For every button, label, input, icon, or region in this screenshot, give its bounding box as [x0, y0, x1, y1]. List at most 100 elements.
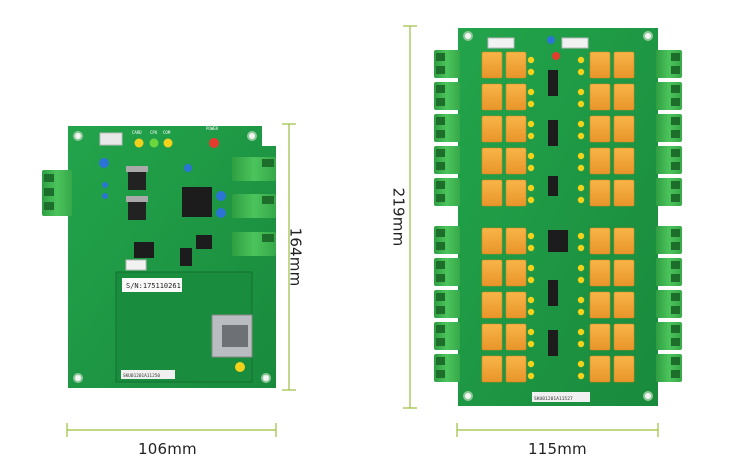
large-height-label: 219mm — [389, 187, 408, 247]
relay-1-1 — [481, 51, 503, 79]
led-right-2 — [577, 88, 585, 96]
led-right-6 — [577, 232, 585, 240]
small-width-dimension — [66, 423, 277, 437]
relay-7-4 — [613, 259, 635, 287]
large-mount-holes — [463, 31, 653, 401]
led-left-5 — [527, 184, 535, 192]
large-top-connector-right — [561, 37, 589, 49]
led-left-1 — [527, 56, 535, 64]
relay-4-1 — [481, 147, 503, 175]
large-height-dimension — [403, 25, 417, 409]
relay-9-3 — [589, 323, 611, 351]
relay-6-4 — [613, 227, 635, 255]
small-width-label: 106mm — [138, 440, 197, 458]
relay-8-1 — [481, 291, 503, 319]
relay-9-4 — [613, 323, 635, 351]
relay-10-4 — [613, 355, 635, 383]
relay-4-2 — [505, 147, 527, 175]
relay-3-3 — [589, 115, 611, 143]
led-right-3 — [577, 120, 585, 128]
relay-1-3 — [589, 51, 611, 79]
relay-2-4 — [613, 83, 635, 111]
small-status-leds: CARD CPU COM POWER — [132, 126, 219, 148]
relay-3-4 — [613, 115, 635, 143]
small-right-terminals — [232, 157, 276, 256]
relay-2-1 — [481, 83, 503, 111]
relay-4-4 — [613, 147, 635, 175]
led-left-9 — [527, 328, 535, 336]
small-barcode — [121, 370, 175, 379]
large-right-terminals — [656, 50, 682, 382]
serial-number: S/N:175110261 — [126, 282, 181, 290]
relay-10-1 — [481, 355, 503, 383]
serial-sticker — [122, 278, 182, 292]
small-ic — [134, 242, 154, 258]
led-right-7 — [577, 264, 585, 272]
large-relays — [481, 51, 635, 383]
small-white-connector — [125, 259, 147, 271]
led-left-6 — [527, 232, 535, 240]
relay-6-3 — [589, 227, 611, 255]
small-main-chip — [182, 187, 212, 217]
relay-9-1 — [481, 323, 503, 351]
relay-5-4 — [613, 179, 635, 207]
relay-7-1 — [481, 259, 503, 287]
relay-7-2 — [505, 259, 527, 287]
relay-8-3 — [589, 291, 611, 319]
relay-5-1 — [481, 179, 503, 207]
led-left-10 — [527, 360, 535, 368]
relay-10-2 — [505, 355, 527, 383]
relay-6-2 — [505, 227, 527, 255]
led-right-10 — [577, 360, 585, 368]
led-left-2 — [527, 88, 535, 96]
large-center-ics — [548, 70, 568, 356]
large-width-label: 115mm — [528, 440, 587, 458]
relay-10-3 — [589, 355, 611, 383]
small-height-dimension — [282, 123, 296, 391]
relay-1-2 — [505, 51, 527, 79]
small-header-connector — [99, 132, 123, 146]
relay-8-4 — [613, 291, 635, 319]
relay-2-3 — [589, 83, 611, 111]
svg-text:CPU: CPU — [150, 130, 158, 135]
relay-3-2 — [505, 115, 527, 143]
relay-4-3 — [589, 147, 611, 175]
led-left-7 — [527, 264, 535, 272]
relay-5-3 — [589, 179, 611, 207]
svg-text:SKU01201A11527: SKU01201A11527 — [534, 396, 573, 402]
led-right-8 — [577, 296, 585, 304]
svg-text:SKU01201A11250: SKU01201A11250 — [123, 373, 160, 379]
relay-5-2 — [505, 179, 527, 207]
small-daughter-board: S/N:175110261 SKU01201A11250 — [115, 271, 253, 383]
relay-7-3 — [589, 259, 611, 287]
small-capacitors — [99, 158, 226, 218]
relay-6-1 — [481, 227, 503, 255]
led-right-1 — [577, 56, 585, 64]
small-mount-holes — [73, 131, 271, 383]
led-left-3 — [527, 120, 535, 128]
led-left-4 — [527, 152, 535, 160]
led-right-5 — [577, 184, 585, 192]
small-left-terminal — [42, 170, 72, 216]
led-right-4 — [577, 152, 585, 160]
large-relay-board: SKU01201A11527 — [434, 28, 682, 406]
small-height-label: 164mm — [286, 227, 305, 287]
large-left-terminals — [434, 50, 460, 382]
large-width-dimension — [456, 423, 659, 437]
relay-1-4 — [613, 51, 635, 79]
svg-text:POWER: POWER — [206, 126, 219, 131]
large-barcode — [532, 392, 590, 402]
relay-2-2 — [505, 83, 527, 111]
relay-8-2 — [505, 291, 527, 319]
small-ic-2 — [196, 235, 212, 249]
small-header — [180, 248, 192, 266]
relay-3-1 — [481, 115, 503, 143]
relay-9-2 — [505, 323, 527, 351]
small-controller-board: CARD CPU COM POWER — [42, 126, 276, 388]
small-voltage-regulators — [126, 166, 148, 220]
large-leds — [527, 56, 585, 380]
led-left-8 — [527, 296, 535, 304]
svg-text:CARD: CARD — [132, 130, 142, 135]
